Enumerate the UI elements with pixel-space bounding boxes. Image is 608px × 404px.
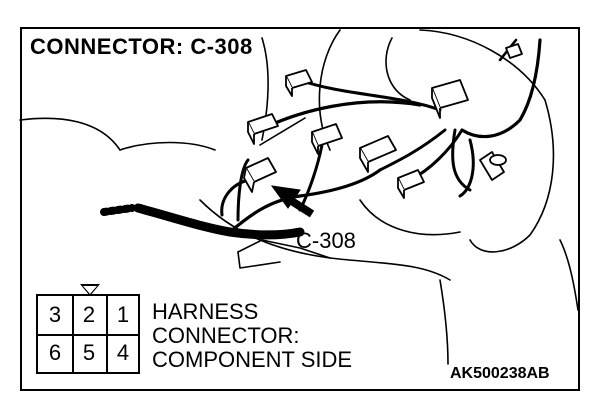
dash-outline	[559, 239, 579, 311]
dash-outline	[237, 239, 331, 259]
dash-outline	[439, 279, 449, 365]
connector	[431, 79, 469, 109]
dash-outline	[119, 141, 216, 151]
harness-wire	[451, 128, 472, 192]
harness-wire	[258, 100, 422, 132]
connector	[505, 43, 523, 59]
column-outline	[469, 99, 555, 253]
harness-wire	[298, 143, 324, 212]
callout-arrow-head	[270, 185, 301, 209]
harness-wire	[228, 168, 382, 234]
description-line: HARNESS	[152, 299, 259, 324]
harness-wire	[458, 138, 475, 198]
pin-cell: 2	[72, 296, 108, 336]
connector-description: HARNESS CONNECTOR: COMPONENT SIDE	[152, 300, 352, 372]
column-outline	[419, 29, 546, 101]
callout-arrow-shaft	[287, 196, 315, 218]
callout-label: C-308	[296, 228, 356, 253]
harness-wire	[236, 158, 250, 222]
harness-wire	[220, 178, 250, 217]
dash-outline	[19, 117, 121, 151]
figure-code: AK500238AB	[450, 365, 550, 382]
description-line: COMPONENT SIDE	[152, 347, 353, 372]
connector-pin-layout: 3 2 1 6 5 4	[36, 294, 140, 374]
cylinder-end	[489, 154, 507, 166]
connector	[359, 135, 397, 163]
pin-cell: 4	[116, 340, 130, 365]
pin-cell: 3	[38, 296, 74, 336]
dash-outline	[259, 117, 306, 146]
harness-bundle-dashes	[100, 204, 136, 216]
harness-bundle	[133, 203, 305, 240]
harness-wire	[460, 38, 542, 139]
page-title: CONNECTOR: C-308	[30, 34, 253, 59]
harness-wire	[298, 78, 442, 112]
description-line: CONNECTOR:	[152, 323, 300, 348]
dash-outline	[237, 251, 281, 269]
pin-cell: 1	[106, 296, 140, 336]
lock-tab-inner	[83, 286, 97, 294]
cylinder	[479, 151, 505, 181]
pin-cell: 6	[38, 334, 74, 372]
harness-wire	[378, 128, 447, 172]
pin-cell: 5	[72, 334, 108, 372]
dash-outline	[359, 199, 461, 236]
connector	[311, 123, 343, 147]
column-outline	[385, 37, 411, 101]
